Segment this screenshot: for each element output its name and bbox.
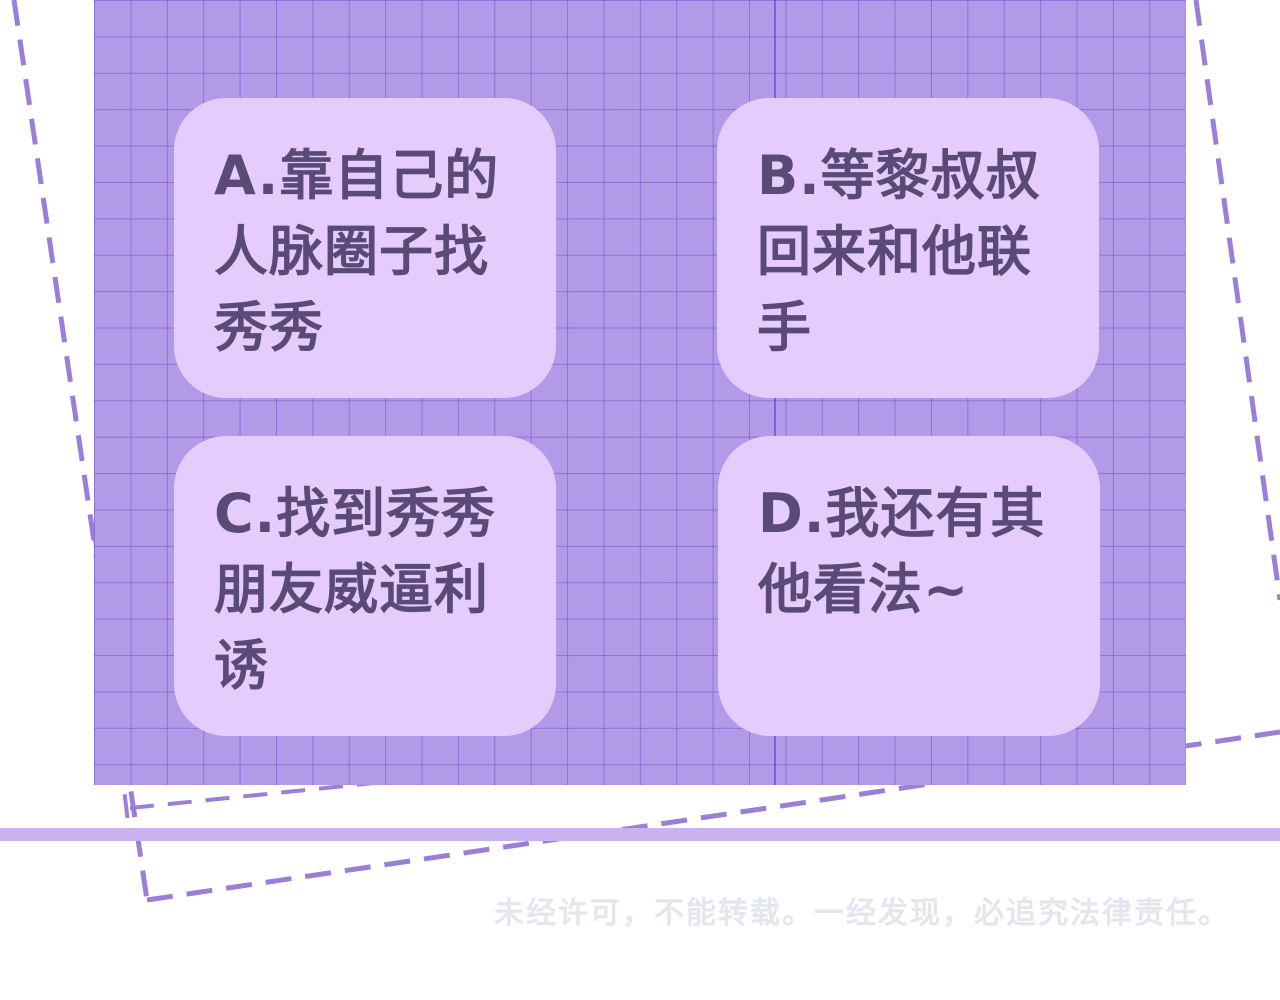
option-d-text: D.我还有其他看法~ <box>758 482 1046 621</box>
horizontal-divider <box>0 828 1280 841</box>
option-a-text: A.靠自己的人脉圈子找秀秀 <box>214 144 500 359</box>
option-card-b[interactable]: B.等黎叔叔回来和他联手 <box>717 98 1099 398</box>
option-b-text: B.等黎叔叔回来和他联手 <box>757 144 1041 359</box>
option-card-c[interactable]: C.找到秀秀朋友威逼利诱 <box>174 436 556 736</box>
copyright-notice: 未经许可，不能转载。一经发现，必追究法律责任。 <box>494 896 1230 931</box>
option-c-text: C.找到秀秀朋友威逼利诱 <box>214 482 497 697</box>
option-card-d[interactable]: D.我还有其他看法~ <box>718 436 1100 736</box>
option-card-a[interactable]: A.靠自己的人脉圈子找秀秀 <box>174 98 556 398</box>
